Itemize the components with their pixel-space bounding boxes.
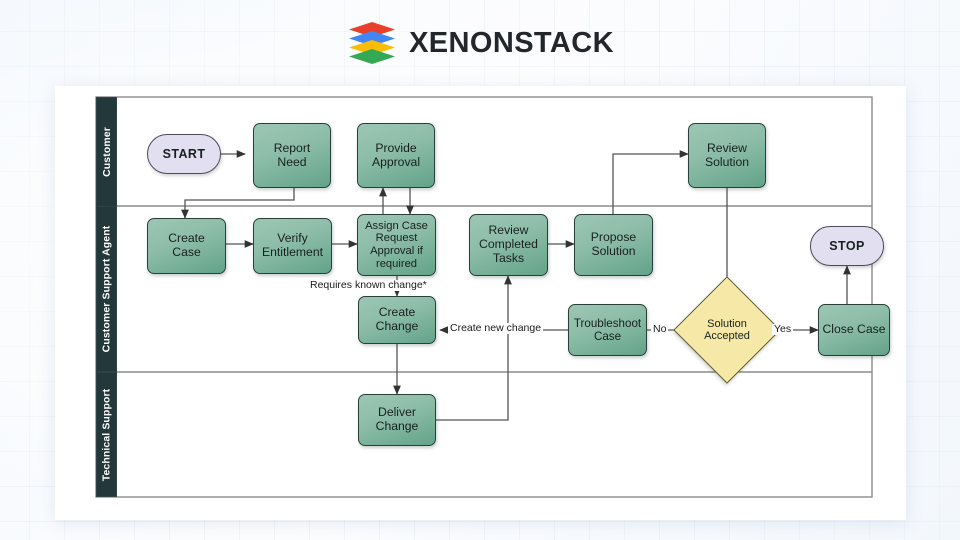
logo-layer-blue — [349, 31, 396, 46]
node-close-case[interactable]: Close Case — [818, 304, 890, 356]
brand-name: XENONSTACK — [409, 26, 614, 59]
edge-label-create-new-change: Create new change — [448, 322, 544, 334]
node-start[interactable]: START — [147, 134, 221, 174]
node-stop-label: STOP — [829, 238, 865, 253]
brand-header: XENONSTACK — [0, 18, 960, 68]
node-start-label: START — [162, 146, 206, 161]
lane-label-customer: Customer — [100, 127, 113, 177]
swimlane-flowchart: Customer Customer Support Agent Technica… — [95, 96, 890, 508]
edge-label-yes: Yes — [772, 323, 794, 335]
lane-label-technical-support: Technical Support — [100, 388, 113, 481]
lane-header-support-agent: Customer Support Agent — [96, 206, 117, 372]
lane-header-customer: Customer — [96, 97, 117, 207]
edge-label-no: No — [651, 323, 669, 335]
stacked-layers-icon — [346, 20, 398, 66]
node-stop[interactable]: STOP — [810, 226, 884, 266]
logo-layer-yellow — [349, 40, 396, 55]
lane-label-support-agent: Customer Support Agent — [100, 225, 113, 353]
logo-layer-red — [349, 22, 396, 37]
lane-header-technical-support: Technical Support — [96, 372, 117, 497]
edge-label-requires-known-change: Requires known change* — [308, 279, 429, 291]
logo-layer-green — [349, 49, 396, 64]
diagram-card: Customer Customer Support Agent Technica… — [55, 86, 906, 520]
node-close-case-label: Close Case — [822, 322, 886, 337]
